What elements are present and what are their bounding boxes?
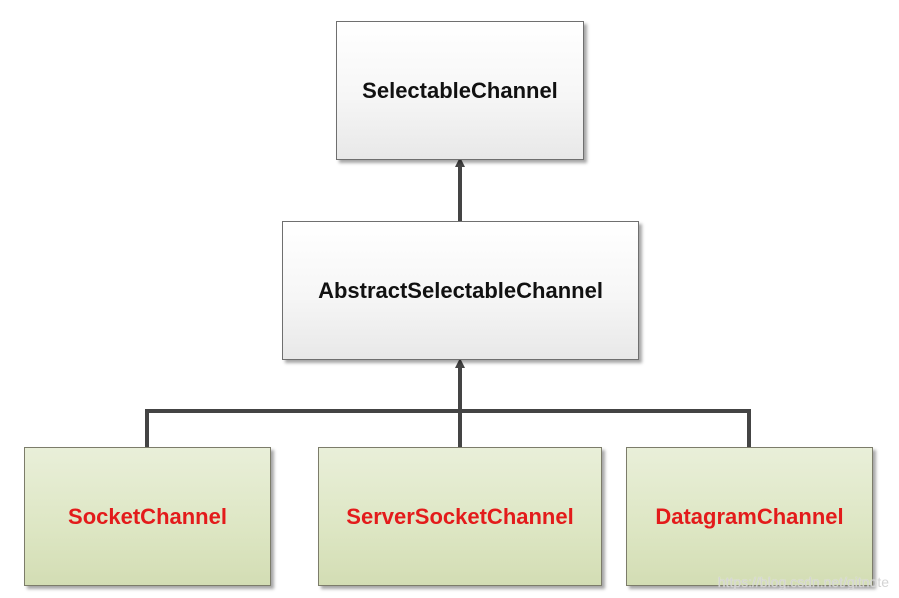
server-socket-channel-label: ServerSocketChannel — [346, 503, 574, 529]
abstract-selectable-channel-label: AbstractSelectableChannel — [318, 277, 603, 303]
server-socket-channel-box: ServerSocketChannel — [318, 447, 602, 586]
watermark-text: https://blog.csdn.net/gitnote — [717, 574, 889, 590]
selectable-channel-label: SelectableChannel — [362, 77, 558, 103]
selectable-channel-box: SelectableChannel — [336, 21, 584, 160]
datagram-channel-box: DatagramChannel — [626, 447, 873, 586]
socket-channel-box: SocketChannel — [24, 447, 271, 586]
abstract-selectable-channel-box: AbstractSelectableChannel — [282, 221, 639, 360]
datagram-channel-label: DatagramChannel — [655, 503, 844, 529]
socket-channel-label: SocketChannel — [68, 503, 227, 529]
